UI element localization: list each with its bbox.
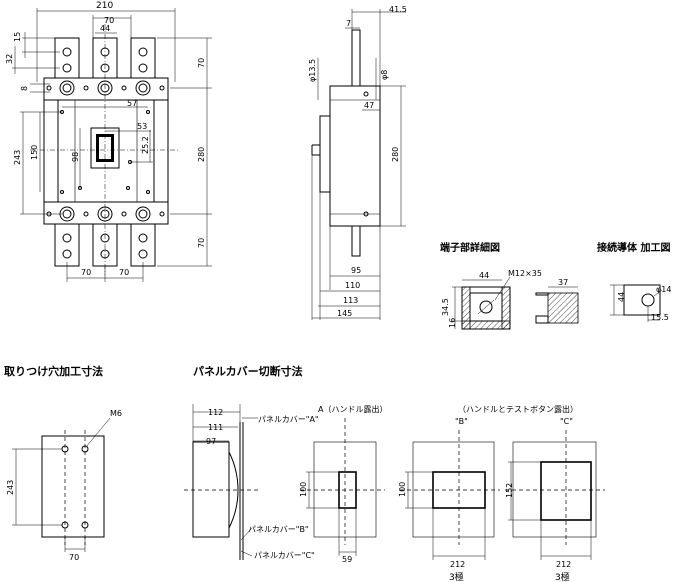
dim-150: 150	[30, 145, 39, 160]
top-terminal-left	[54, 37, 80, 83]
dim-57: 57	[127, 99, 137, 108]
dim-phi14: φ14	[656, 285, 671, 294]
cutout-a	[300, 418, 385, 556]
dim-m12x35: M12×35	[508, 269, 542, 278]
panel-cover-a-label: パネルカバー"A"	[258, 415, 319, 424]
dim-70-bottom-left: 70	[81, 268, 91, 277]
dim-70-top: 70	[104, 16, 114, 25]
panel-cover-c-label: パネルカバー"C"	[254, 551, 315, 560]
dim-70-bottom-right: 70	[119, 268, 129, 277]
dim-243-mounting: 243	[6, 480, 15, 495]
dim-70-right-top: 70	[197, 58, 206, 68]
bottom-terminal-right	[130, 221, 156, 267]
pole-count-b: 3極	[449, 571, 464, 582]
dim-113: 113	[343, 296, 358, 305]
dim-280-side: 280	[391, 147, 400, 162]
dim-145: 145	[337, 309, 352, 318]
side-view-labels: 41.5 7 φ13.5 φ8 47 280 95 110 113 145	[308, 5, 407, 318]
dim-100-a: 100	[299, 482, 308, 497]
dim-m6: M6	[110, 409, 122, 418]
dim-212-c: 212	[556, 560, 571, 569]
cutout-bc-title: （ハンドルとテストボタン露出）	[458, 404, 578, 414]
terminal-detail	[452, 276, 579, 330]
dim-41-5: 41.5	[389, 5, 407, 14]
terminal-detail-labels: 端子部詳細図 44 M12×35 37 34.5 16	[440, 241, 568, 328]
dim-152: 152	[505, 483, 514, 498]
front-view	[12, 8, 212, 282]
side-bottom-terminal	[351, 225, 361, 257]
cutout-b	[400, 430, 500, 560]
cutout-c-labels: "C" 152 212 3極	[505, 417, 573, 582]
dim-280-front: 280	[197, 147, 206, 162]
dim-111: 111	[208, 423, 223, 432]
dim-110: 110	[345, 281, 360, 290]
dim-44-terminal: 44	[479, 271, 489, 280]
dim-8: 8	[20, 86, 29, 91]
cutout-a-labels: A（ハンドル露出） 100 59	[299, 404, 387, 564]
dim-34-5: 34.5	[441, 298, 450, 316]
dim-37: 37	[558, 278, 568, 287]
dim-16: 16	[448, 318, 457, 328]
panel-cover-b-label: パネルカバー"B"	[248, 525, 309, 534]
mounting-title: 取りつけ穴加工寸法	[4, 364, 103, 378]
cutout-b-label: "B"	[455, 417, 468, 426]
cutout-c	[505, 430, 605, 560]
front-view-labels: 210 70 44 15 32 8 57 53 25.2 243 150 98 …	[5, 1, 206, 277]
dim-44-conductor: 44	[617, 292, 626, 302]
dim-15-5: 15.5	[651, 313, 669, 322]
dim-44: 44	[100, 24, 110, 33]
terminal-detail-title: 端子部詳細図	[440, 241, 500, 254]
dim-95: 95	[351, 266, 361, 275]
cutout-b-labels: （ハンドルとテストボタン露出） "B" 100 212 3極	[398, 404, 578, 582]
conductor-detail-title: 接続導体 加工図	[597, 241, 670, 254]
pole-count-c: 3極	[555, 571, 570, 582]
dim-243: 243	[13, 150, 22, 165]
dim-112: 112	[208, 408, 223, 417]
side-body	[329, 85, 381, 227]
dim-47: 47	[364, 101, 374, 110]
dim-phi8: φ8	[380, 70, 389, 80]
dim-53: 53	[137, 122, 147, 131]
panel-cut-title: パネルカバー切断寸法	[193, 364, 303, 378]
side-front-cover	[319, 115, 331, 193]
dim-97: 97	[206, 437, 216, 446]
side-top-terminal	[351, 29, 361, 87]
side-view	[311, 9, 406, 320]
panel-side-labels: パネルカバー切断寸法 112 111 97 パネルカバー"A" パネルカバー"B…	[193, 364, 319, 560]
mounting-drawing	[12, 417, 111, 552]
cutout-c-label: "C"	[560, 417, 573, 426]
dim-phi13-5: φ13.5	[308, 59, 317, 82]
dim-212-b: 212	[450, 560, 465, 569]
top-terminal-right	[130, 37, 156, 83]
cutout-a-title: A（ハンドル露出）	[318, 404, 387, 414]
dim-70-right-bottom: 70	[197, 238, 206, 248]
dim-210: 210	[96, 1, 113, 11]
dim-32: 32	[5, 54, 14, 64]
mounting-labels: 取りつけ穴加工寸法 M6 243 70	[4, 364, 122, 562]
conductor-detail	[610, 284, 663, 322]
dim-70-mounting: 70	[69, 553, 79, 562]
dim-98: 98	[71, 152, 80, 162]
dim-25-2: 25.2	[141, 136, 150, 154]
dim-15: 15	[13, 32, 22, 42]
panel-side-drawing	[184, 404, 260, 560]
dim-100-b: 100	[398, 482, 407, 497]
bottom-terminal-left	[54, 221, 80, 267]
dim-59: 59	[342, 555, 352, 564]
dim-7: 7	[346, 19, 351, 28]
conductor-detail-labels: 接続導体 加工図 φ14 44 15.5	[597, 241, 671, 322]
